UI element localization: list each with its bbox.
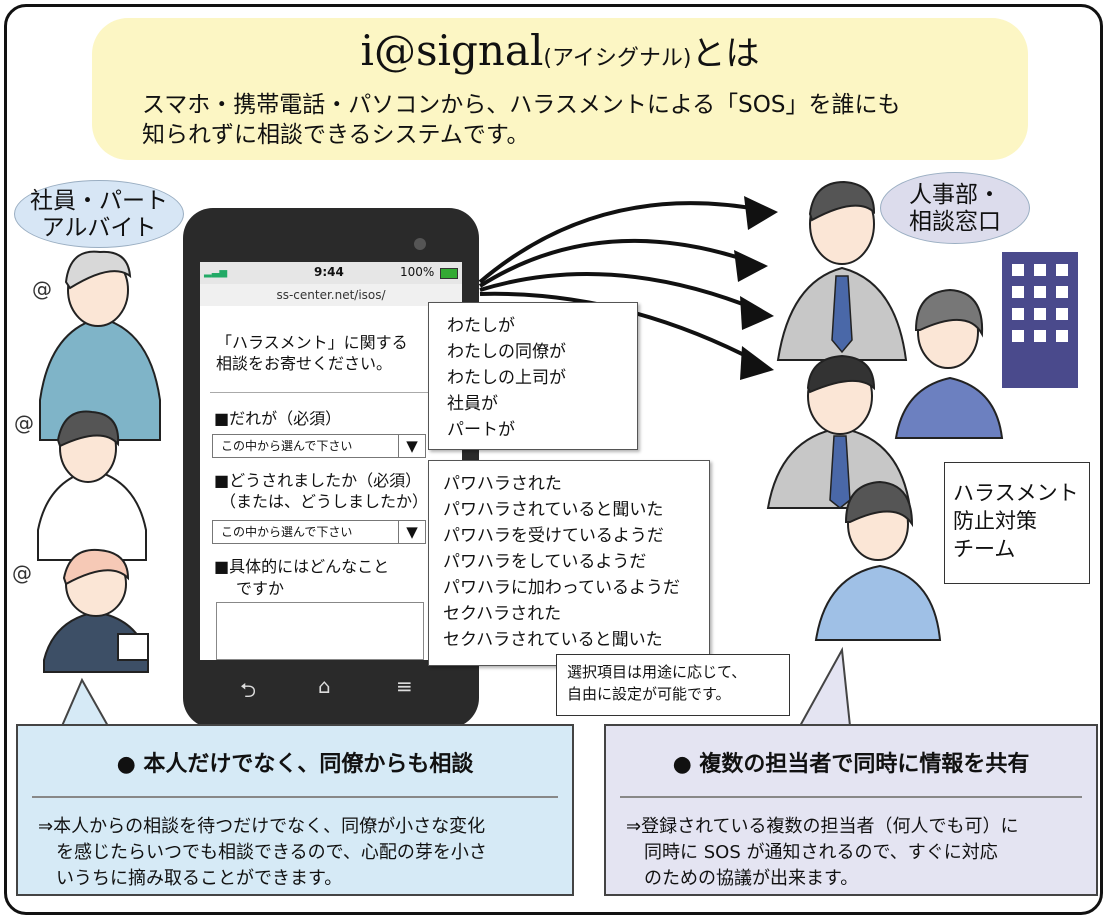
menu-icon[interactable]: ≡ <box>396 674 413 698</box>
option-item[interactable]: パワハラに加わっているようだ <box>443 578 680 598</box>
who-select[interactable]: この中から選んで下さい ▼ <box>212 434 426 458</box>
option-item[interactable]: パワハラされた <box>443 474 562 494</box>
feature-body-sharing: ⇒登録されている複数の担当者（何人でも可）に 同時に SOS が通知されるので、… <box>606 798 1096 892</box>
title-suffix: とは <box>691 34 760 74</box>
feature-body-line: ⇒登録されている複数の担当者（何人でも可）に <box>626 816 1019 837</box>
brand-kana: (アイシグナル) <box>543 46 692 71</box>
feature-body-line: 同時に SOS が通知されるので、すぐに対応 <box>626 842 998 863</box>
option-item[interactable]: パートが <box>447 420 515 440</box>
option-item[interactable]: わたしが <box>447 316 515 336</box>
feature-divider <box>620 796 1082 798</box>
phone-screen <box>200 262 462 660</box>
feature-body-line: ⇒本人からの相談を待つだけでなく、同僚が小さな変化 <box>38 816 486 837</box>
option-item[interactable]: わたしの同僚が <box>447 342 566 362</box>
feature-body-line: のための協議が出来ます。 <box>626 868 859 889</box>
option-item[interactable]: セクハラされた <box>443 604 562 624</box>
form-divider <box>210 392 450 393</box>
label-employees: 社員・パート アルバイト <box>14 180 184 248</box>
question-what-2: （または、どうしましたか） <box>220 492 429 511</box>
label-employees-line-1: 社員・パート <box>30 188 168 214</box>
what-select[interactable]: この中から選んで下さい ▼ <box>212 520 426 544</box>
page-title: i@signal(アイシグナル)とは <box>92 26 1028 75</box>
question-what-1: ■どうされましたか（必須） <box>214 471 422 490</box>
manager-woman-1-icon <box>894 288 1004 439</box>
svg-text:@: @ <box>32 277 52 301</box>
option-item[interactable]: セクハラされていると聞いた <box>443 630 663 650</box>
worried-person-2-icon: @ <box>14 410 147 561</box>
what-select-value: この中から選んで下さい <box>221 525 353 539</box>
status-battery: 100% <box>400 265 435 279</box>
feature-heading-sharing: ● 複数の担当者で同時に情報を共有 <box>672 752 1030 777</box>
camera-icon <box>414 238 426 250</box>
note-line-2: 自由に設定が可能です。 <box>567 685 731 703</box>
who-select-value: この中から選んで下さい <box>221 439 353 453</box>
form-intro-1: 「ハラスメント」に関する <box>216 333 408 352</box>
label-hr-line-2: 相談窓口 <box>909 209 1001 235</box>
team-label: ハラスメント 防止対策 チーム <box>944 462 1090 584</box>
who-options-list: わたしが わたしの同僚が わたしの上司が 社員が パートが <box>428 302 638 450</box>
team-line-2: 防止対策 <box>953 509 1037 533</box>
worried-person-1-icon: @ <box>32 250 161 441</box>
feature-box-colleague: ● 本人だけでなく、同僚からも相談 ⇒本人からの相談を待つだけでなく、同僚が小さ… <box>16 724 574 896</box>
bubble-tail-left <box>60 677 110 727</box>
manager-man-2-icon <box>766 354 912 509</box>
option-item[interactable]: パワハラを受けているようだ <box>443 526 664 546</box>
description: スマホ・携帯電話・パソコンから、ハラスメントによる「SOS」を誰にも 知られずに… <box>142 90 962 150</box>
option-item[interactable]: パワハラされていると聞いた <box>443 500 664 520</box>
manager-man-1-icon <box>776 180 908 361</box>
svg-text:@: @ <box>14 411 34 435</box>
chevron-down-icon[interactable]: ▼ <box>398 521 425 543</box>
feature-body-colleague: ⇒本人からの相談を待つだけでなく、同僚が小さな変化 を感じたらいつでも相談できる… <box>18 798 572 892</box>
back-icon[interactable]: ⮌ <box>240 678 257 702</box>
status-time: 9:44 <box>314 265 344 279</box>
what-options-list: パワハラされた パワハラされていると聞いた パワハラを受けているようだ パワハラ… <box>428 460 710 666</box>
url-bar[interactable]: ss-center.net/isos/ <box>200 284 462 306</box>
brand-name: i@signal <box>360 26 544 75</box>
status-bar: ▂▃▅ 9:44 100% <box>200 262 462 284</box>
description-line-2: 知られずに相談できるシステムです。 <box>142 122 530 148</box>
detail-textarea[interactable] <box>216 602 424 660</box>
team-line-1: ハラスメント <box>953 481 1079 505</box>
arrowheads <box>734 196 778 380</box>
bubble-tail-right <box>798 646 852 727</box>
team-line-3: チーム <box>953 537 1016 561</box>
label-hr: 人事部・ 相談窓口 <box>880 172 1030 244</box>
chevron-down-icon[interactable]: ▼ <box>398 435 425 457</box>
feature-body-line: いうちに摘み取ることができます。 <box>38 868 343 889</box>
worried-person-3-icon: @ <box>12 548 149 673</box>
note-line-1: 選択項目は用途に応じて、 <box>567 663 747 681</box>
option-item[interactable]: 社員が <box>447 394 498 414</box>
form-intro-2: 相談をお寄せください。 <box>216 354 393 373</box>
question-detail-2: ですか <box>236 579 285 598</box>
question-who: ■だれが（必須） <box>214 409 342 428</box>
description-line-1: スマホ・携帯電話・パソコンから、ハラスメントによる「SOS」を誰にも <box>142 92 901 118</box>
label-hr-line-1: 人事部・ <box>909 182 1001 208</box>
option-item[interactable]: パワハラをしているようだ <box>443 552 647 572</box>
question-detail-1: ■具体的にはどんなこと <box>214 557 390 576</box>
svg-text:@: @ <box>12 561 32 585</box>
feature-heading-colleague: ● 本人だけでなく、同僚からも相談 <box>116 752 474 777</box>
manager-woman-2-icon <box>814 480 942 641</box>
option-item[interactable]: わたしの上司が <box>447 368 566 388</box>
customization-note: 選択項目は用途に応じて、 自由に設定が可能です。 <box>556 654 790 716</box>
office-building-icon <box>1002 252 1078 388</box>
feature-body-line: を感じたらいつでも相談できるので、心配の芽を小さ <box>38 842 487 863</box>
home-icon[interactable]: ⌂ <box>318 674 331 698</box>
title-banner <box>92 18 1028 160</box>
feature-box-sharing: ● 複数の担当者で同時に情報を共有 ⇒登録されている複数の担当者（何人でも可）に… <box>604 724 1098 896</box>
signal-icon: ▂▃▅ <box>204 267 228 278</box>
battery-icon <box>440 268 458 279</box>
feature-divider <box>32 796 558 798</box>
label-employees-line-2: アルバイト <box>41 215 157 241</box>
